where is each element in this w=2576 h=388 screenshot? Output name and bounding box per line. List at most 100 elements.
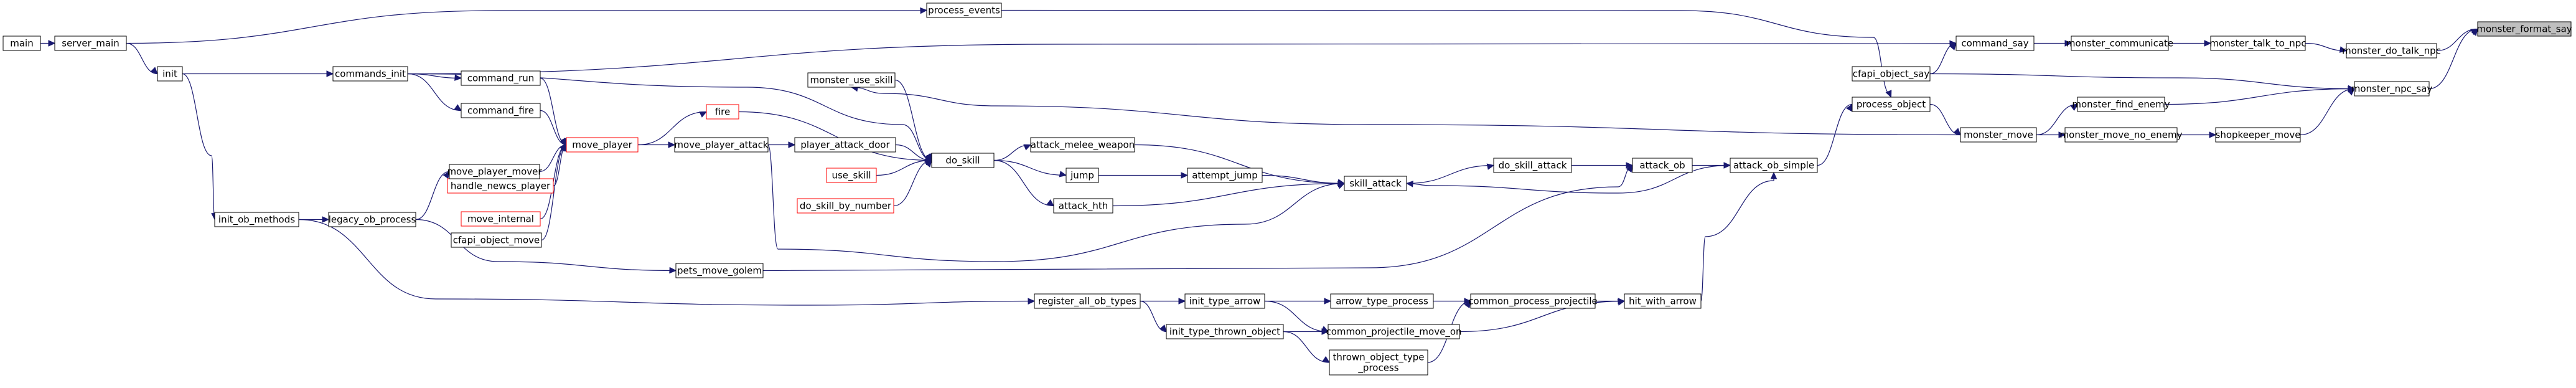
node-box-command_say[interactable]	[1955, 35, 2035, 51]
node-box-command_run[interactable]	[461, 70, 541, 86]
node-label-command_run: command_run	[467, 73, 535, 85]
node-commands_init[interactable]: commands_init	[332, 66, 408, 82]
node-box-move_player_attack[interactable]	[674, 137, 769, 153]
node-attack_hth[interactable]: attack_hth	[1053, 198, 1113, 214]
node-command_run[interactable]: command_run	[461, 70, 541, 86]
node-box-do_skill_attack[interactable]	[1493, 158, 1572, 173]
node-box-use_skill[interactable]	[826, 168, 877, 183]
node-box-monster_move[interactable]	[1960, 127, 2037, 143]
node-legacy_ob_process[interactable]: legacy_ob_process	[328, 212, 416, 227]
node-hit_with_arrow[interactable]: hit_with_arrow	[1624, 293, 1702, 309]
node-handle_newcs_player[interactable]: handle_newcs_player	[447, 178, 554, 194]
node-monster_communicate[interactable]: monster_communicate	[2066, 35, 2173, 51]
node-box-move_player_mover[interactable]	[449, 164, 540, 179]
node-box-pets_move_golem[interactable]	[675, 263, 764, 278]
node-box-init[interactable]	[157, 66, 183, 82]
node-shopkeeper_move[interactable]: shopkeeper_move	[2215, 127, 2301, 143]
node-box-monster_npc_say[interactable]	[2354, 81, 2430, 97]
node-command_say[interactable]: command_say	[1955, 35, 2035, 51]
node-box-do_skill_by_number[interactable]	[797, 198, 894, 214]
node-monster_use_skill[interactable]: monster_use_skill	[807, 72, 896, 88]
node-box-fire[interactable]	[706, 104, 739, 120]
node-box-player_attack_door[interactable]	[794, 137, 896, 153]
node-do_skill_attack[interactable]: do_skill_attack	[1493, 158, 1572, 173]
node-box-monster_find_enemy[interactable]	[2077, 97, 2165, 112]
node-monster_npc_say[interactable]: monster_npc_say	[2351, 81, 2433, 97]
node-box-monster_format_say[interactable]	[2477, 21, 2572, 37]
node-init_type_arrow[interactable]: init_type_arrow	[1184, 293, 1265, 309]
node-box-move_player[interactable]	[566, 137, 639, 153]
node-box-init_type_thrown_object[interactable]	[1166, 324, 1284, 339]
node-monster_move[interactable]: monster_move	[1960, 127, 2037, 143]
node-move_player_mover[interactable]: move_player_mover	[447, 164, 542, 179]
node-box-jump[interactable]	[1066, 168, 1099, 183]
node-do_skill_by_number[interactable]: do_skill_by_number	[797, 198, 894, 214]
node-attack_melee_weapon[interactable]: attack_melee_weapon	[1030, 137, 1135, 153]
node-use_skill[interactable]: use_skill	[826, 168, 877, 183]
node-attack_ob[interactable]: attack_ob	[1632, 158, 1693, 173]
node-arrow_type_process[interactable]: arrow_type_process	[1330, 293, 1434, 309]
node-process_events[interactable]: process_events	[926, 2, 1002, 18]
node-thrown_object_type_process[interactable]: thrown_object_type_process	[1329, 349, 1428, 376]
node-box-init_type_arrow[interactable]	[1184, 293, 1265, 309]
node-cfapi_object_move[interactable]: cfapi_object_move	[451, 232, 542, 248]
node-box-hit_with_arrow[interactable]	[1624, 293, 1702, 309]
node-box-thrown_object_type_process[interactable]	[1329, 349, 1428, 376]
node-attempt_jump[interactable]: attempt_jump	[1187, 168, 1263, 183]
node-move_player_attack[interactable]: move_player_attack	[674, 137, 769, 153]
node-common_process_projectile[interactable]: common_process_projectile	[1468, 293, 1598, 309]
node-box-attack_ob_simple[interactable]	[1730, 158, 1818, 173]
node-monster_format_say[interactable]: monster_format_say	[2476, 21, 2572, 37]
node-box-common_projectile_move_on[interactable]	[1328, 324, 1460, 339]
node-main[interactable]: main	[2, 35, 41, 51]
node-box-monster_talk_to_npc[interactable]	[2210, 35, 2306, 51]
node-box-cfapi_object_move[interactable]	[451, 232, 542, 248]
node-server_main[interactable]: server_main	[54, 35, 127, 51]
node-skill_attack[interactable]: skill_attack	[1344, 176, 1407, 191]
node-do_skill[interactable]: do_skill	[931, 153, 995, 168]
node-box-attack_ob[interactable]	[1632, 158, 1693, 173]
node-box-monster_use_skill[interactable]	[807, 72, 896, 88]
node-box-server_main[interactable]	[54, 35, 127, 51]
node-box-move_internal[interactable]	[461, 211, 541, 227]
node-box-cfapi_object_say[interactable]	[1852, 66, 1931, 82]
node-attack_ob_simple[interactable]: attack_ob_simple	[1730, 158, 1818, 173]
node-box-register_all_ob_types[interactable]	[1034, 293, 1141, 309]
node-box-process_object[interactable]	[1852, 97, 1931, 112]
node-pets_move_golem[interactable]: pets_move_golem	[675, 263, 764, 278]
node-common_projectile_move_on[interactable]: common_projectile_move_on	[1326, 324, 1462, 339]
node-jump[interactable]: jump	[1066, 168, 1099, 183]
node-box-monster_move_no_enemy[interactable]	[2064, 127, 2178, 143]
node-box-process_events[interactable]	[926, 2, 1002, 18]
node-box-monster_do_talk_npc[interactable]	[2346, 43, 2437, 59]
node-box-do_skill[interactable]	[931, 153, 995, 168]
node-init_ob_methods[interactable]: init_ob_methods	[214, 212, 299, 227]
node-process_object[interactable]: process_object	[1852, 97, 1931, 112]
node-command_fire[interactable]: command_fire	[461, 103, 541, 118]
node-box-attempt_jump[interactable]	[1187, 168, 1263, 183]
node-move_player[interactable]: move_player	[566, 137, 639, 153]
node-box-common_process_projectile[interactable]	[1470, 293, 1596, 309]
node-box-legacy_ob_process[interactable]	[328, 212, 416, 227]
node-box-arrow_type_process[interactable]	[1330, 293, 1434, 309]
node-monster_do_talk_npc[interactable]: monster_do_talk_npc	[2342, 43, 2441, 59]
node-move_internal[interactable]: move_internal	[461, 211, 541, 227]
node-box-main[interactable]	[2, 35, 41, 51]
node-init_type_thrown_object[interactable]: init_type_thrown_object	[1166, 324, 1284, 339]
node-box-skill_attack[interactable]	[1344, 176, 1407, 191]
node-box-attack_hth[interactable]	[1053, 198, 1113, 214]
node-box-shopkeeper_move[interactable]	[2215, 127, 2301, 143]
node-monster_find_enemy[interactable]: monster_find_enemy	[2072, 97, 2170, 112]
node-box-init_ob_methods[interactable]	[214, 212, 299, 227]
node-fire[interactable]: fire	[706, 104, 739, 120]
node-box-monster_communicate[interactable]	[2071, 35, 2169, 51]
node-box-command_fire[interactable]	[461, 103, 541, 118]
node-cfapi_object_say[interactable]: cfapi_object_say	[1852, 66, 1931, 82]
node-box-attack_melee_weapon[interactable]	[1030, 137, 1135, 153]
node-init[interactable]: init	[157, 66, 183, 82]
node-register_all_ob_types[interactable]: register_all_ob_types	[1034, 293, 1141, 309]
node-monster_talk_to_npc[interactable]: monster_talk_to_npc	[2209, 35, 2307, 51]
node-monster_move_no_enemy[interactable]: monster_move_no_enemy	[2060, 127, 2183, 143]
node-box-commands_init[interactable]	[332, 66, 408, 82]
node-player_attack_door[interactable]: player_attack_door	[794, 137, 896, 153]
